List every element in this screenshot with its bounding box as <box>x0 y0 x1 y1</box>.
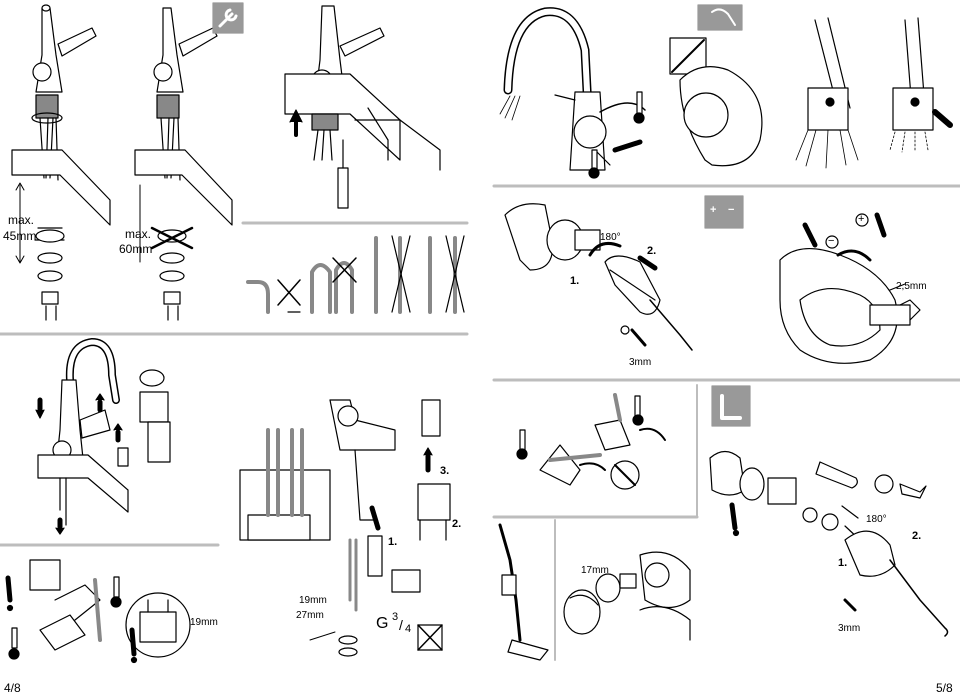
allen-size-label-i: 3mm <box>838 623 861 634</box>
panel-hoses <box>246 235 465 314</box>
thread-size-numerator: 3 <box>392 611 399 623</box>
plus-sign: + <box>710 204 717 216</box>
thread-fraction-slash: / <box>399 617 403 633</box>
panel-cartridge-explode <box>709 385 949 637</box>
faucet-2 <box>134 7 233 321</box>
panel-handle-bottom <box>563 551 691 641</box>
panel-install-depth <box>11 2 244 321</box>
page-number-right: 5/8 <box>936 681 953 695</box>
step-2-label: 2. <box>647 245 657 257</box>
thread-size-letter: G <box>376 615 389 632</box>
wrench-icon <box>212 2 244 34</box>
wrench-size-label: 19mm <box>190 617 218 628</box>
panel-valves-left <box>5 559 191 664</box>
thermometer-cold-icon <box>516 429 528 460</box>
thermometer-hot-icon <box>632 395 644 426</box>
page-number-left: 4/8 <box>4 681 21 695</box>
wrench-size-label-a: 19mm <box>299 595 327 606</box>
minus-sign: − <box>728 204 735 216</box>
wrench-size-label-b: 27mm <box>296 610 324 621</box>
thermometer-hot-icon <box>110 576 122 608</box>
panel-connection <box>239 399 451 657</box>
thermometer-hot-icon <box>633 91 645 124</box>
depth-max-label-1: max. <box>8 213 35 227</box>
warning-icon <box>129 627 138 664</box>
rotation-angle-label-i: 180° <box>866 514 887 525</box>
wrench-size-label-h: 17mm <box>581 565 609 576</box>
step-3-label: 3. <box>440 465 450 477</box>
depth-value-label-1: 45mm <box>3 229 37 243</box>
step-2-label-g: 2. <box>452 518 462 530</box>
faucet-1 <box>11 4 111 321</box>
warning-icon <box>729 502 740 537</box>
section-separators <box>0 184 960 547</box>
allen-size-label: 3mm <box>629 357 652 368</box>
thermometer-cold-icon <box>588 149 600 179</box>
thread-size-denominator: 4 <box>405 623 412 635</box>
rotation-angle-label: 180° <box>600 232 621 243</box>
warning-icon <box>5 575 14 612</box>
step-2-label-i: 2. <box>912 530 922 542</box>
hex-size-label: 2,5mm <box>896 281 927 292</box>
plus-symbol: + <box>858 213 865 225</box>
depth-max-label-2: max. <box>125 227 152 241</box>
panel-temperature-limit <box>499 4 953 179</box>
minus-symbol: − <box>828 235 835 247</box>
step-1-label-i: 1. <box>838 557 848 569</box>
panel-cartridge-detail <box>704 195 921 364</box>
step-1-label: 1. <box>570 275 580 287</box>
panel-handle-removal <box>504 203 693 351</box>
step-1-label-g: 1. <box>388 536 398 548</box>
panel-spout-hose <box>35 338 171 535</box>
depth-value-label-2: 60mm <box>119 242 153 256</box>
panel-valves-right <box>498 393 666 661</box>
thermometer-cold-icon <box>8 627 20 660</box>
panel-mount-below <box>284 5 441 209</box>
